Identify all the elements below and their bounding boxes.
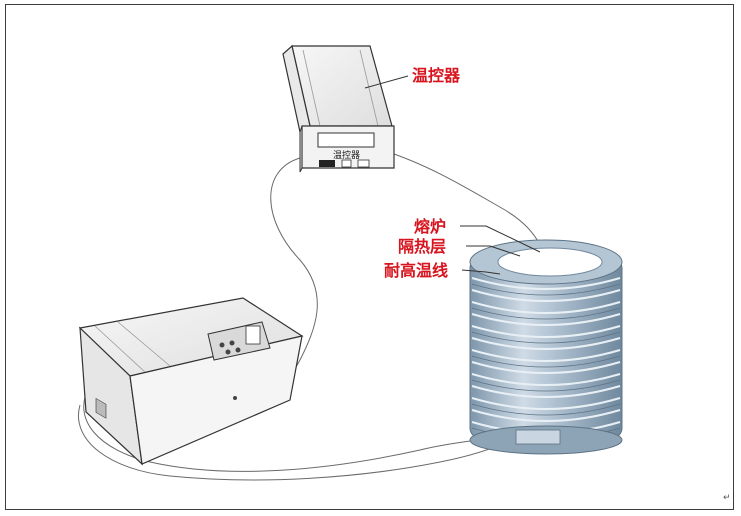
coil-leader-lines xyxy=(460,225,541,275)
furnace-opening xyxy=(497,247,603,277)
controller-leader-line xyxy=(364,75,409,89)
label-insulation: 隔热层 xyxy=(398,237,446,256)
controller-display xyxy=(317,132,375,148)
label-wire: 耐高温线 xyxy=(384,261,448,280)
temperature-controller: 温控器 xyxy=(282,44,395,173)
power-unit-terminal xyxy=(233,396,237,400)
label-furnace: 熔炉 xyxy=(414,217,446,236)
label-controller: 温控器 xyxy=(411,66,461,85)
coil-windings xyxy=(471,277,621,434)
wire-controller-to-coil xyxy=(381,149,541,246)
controller-key-cn xyxy=(357,159,370,168)
controller-key-1 xyxy=(319,160,335,167)
wire-inverter-to-coil-a xyxy=(83,384,521,472)
controller-display-text: 温控器 xyxy=(333,149,360,161)
induction-coil xyxy=(469,239,623,455)
controller-key-m xyxy=(341,159,352,168)
corner-mark: ↵ xyxy=(723,493,731,503)
power-unit xyxy=(78,297,304,466)
wire-inverter-to-coil-b xyxy=(78,404,511,481)
